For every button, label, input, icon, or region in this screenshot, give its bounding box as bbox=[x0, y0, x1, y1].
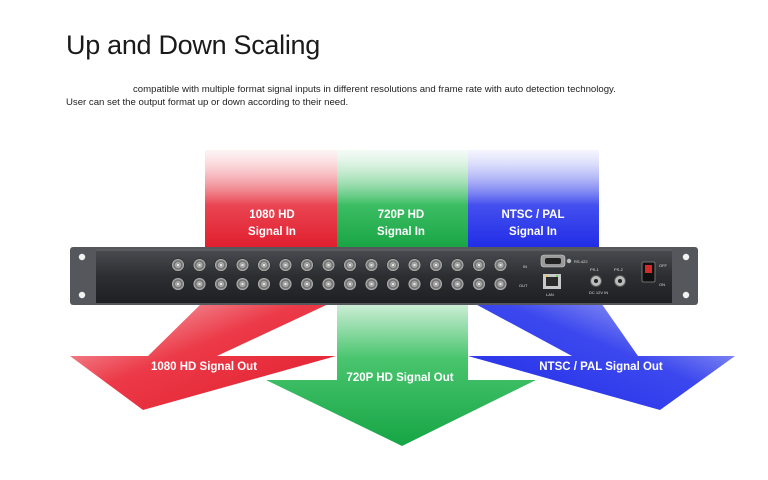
bnc-pin bbox=[499, 282, 502, 286]
bnc-pin bbox=[456, 263, 459, 267]
description-line-1: compatible with multiple format signal i… bbox=[133, 84, 616, 95]
ps2-label: PS-2 bbox=[614, 267, 624, 272]
bnc-pin bbox=[176, 282, 180, 286]
rack-hole bbox=[78, 253, 86, 261]
bnc-pin bbox=[434, 263, 438, 267]
power-on-label: ON bbox=[659, 282, 665, 287]
front-panel bbox=[96, 249, 672, 303]
output-label-1080hd: 1080 HD Signal Out bbox=[151, 361, 257, 373]
input-beam-1080hd bbox=[205, 150, 337, 250]
page-title: Up and Down Scaling bbox=[66, 30, 320, 60]
input-label-ntsc-pal-line1: NTSC / PAL bbox=[501, 209, 564, 221]
input-label-1080hd-line1: 1080 HD bbox=[249, 209, 294, 221]
input-label-ntsc-pal-line2: Signal In bbox=[509, 226, 557, 238]
rs422-screw bbox=[566, 258, 572, 264]
output-arrow-1080hd bbox=[70, 300, 337, 410]
bnc-pin bbox=[262, 282, 266, 286]
bnc-pin bbox=[198, 282, 201, 286]
power-switch-rocker bbox=[645, 265, 652, 273]
bnc-pin bbox=[327, 282, 330, 286]
bnc-pin bbox=[305, 263, 309, 267]
bnc-pin bbox=[284, 282, 287, 286]
output-arrow-720p bbox=[266, 300, 536, 446]
bnc-pin bbox=[434, 282, 438, 286]
bnc-pin bbox=[413, 263, 416, 267]
bnc-pin bbox=[499, 263, 502, 267]
bnc-pin bbox=[284, 263, 287, 267]
bnc-pin bbox=[370, 282, 373, 286]
input-label-720p-line2: Signal In bbox=[377, 226, 425, 238]
bnc-pin bbox=[477, 282, 481, 286]
ps1-label: PS-1 bbox=[590, 267, 600, 272]
output-label-ntsc-pal: NTSC / PAL Signal Out bbox=[539, 361, 663, 373]
bnc-pin bbox=[219, 282, 223, 286]
in-port-label: IN bbox=[523, 264, 527, 269]
out-port-label: OUT bbox=[519, 283, 528, 288]
bnc-pin bbox=[391, 263, 395, 267]
input-label-1080hd-line2: Signal In bbox=[248, 226, 296, 238]
bnc-pin bbox=[198, 263, 201, 267]
rack-hole bbox=[682, 253, 690, 261]
bnc-pin bbox=[327, 263, 330, 267]
bnc-pin bbox=[176, 263, 180, 267]
bnc-connectors bbox=[171, 258, 508, 291]
power-off-label: OFF bbox=[659, 263, 668, 268]
bnc-pin bbox=[241, 282, 244, 286]
output-label-720p: 720P HD Signal Out bbox=[346, 372, 453, 384]
bnc-pin bbox=[477, 263, 481, 267]
rs422-label: RS-422 bbox=[574, 259, 588, 264]
bnc-pin bbox=[241, 263, 244, 267]
rack-hole bbox=[78, 291, 86, 299]
bnc-pin bbox=[391, 282, 395, 286]
power-label: DC 12V IN bbox=[589, 290, 608, 295]
input-beam-720p bbox=[337, 150, 468, 250]
bnc-pin bbox=[348, 263, 352, 267]
bnc-pin bbox=[413, 282, 416, 286]
lan-label: LAN bbox=[546, 292, 554, 297]
bnc-pin bbox=[370, 263, 373, 267]
input-label-720p-line1: 720P HD bbox=[378, 209, 424, 221]
rack-device: IN OUT RS-422 LAN PS-1 PS-2 DC 12V IN OF… bbox=[70, 247, 698, 305]
description-line-2: User can set the output format up or dow… bbox=[66, 97, 349, 108]
input-beam-ntsc-pal bbox=[468, 150, 599, 250]
bnc-pin bbox=[348, 282, 352, 286]
bnc-pin bbox=[262, 263, 266, 267]
bnc-pin bbox=[305, 282, 309, 286]
lan-port-socket bbox=[546, 277, 558, 286]
rack-hole bbox=[682, 291, 690, 299]
bnc-pin bbox=[456, 282, 459, 286]
output-arrow-ntsc-pal bbox=[468, 300, 735, 410]
bnc-pin bbox=[219, 263, 223, 267]
rs422-port-socket bbox=[545, 258, 561, 264]
